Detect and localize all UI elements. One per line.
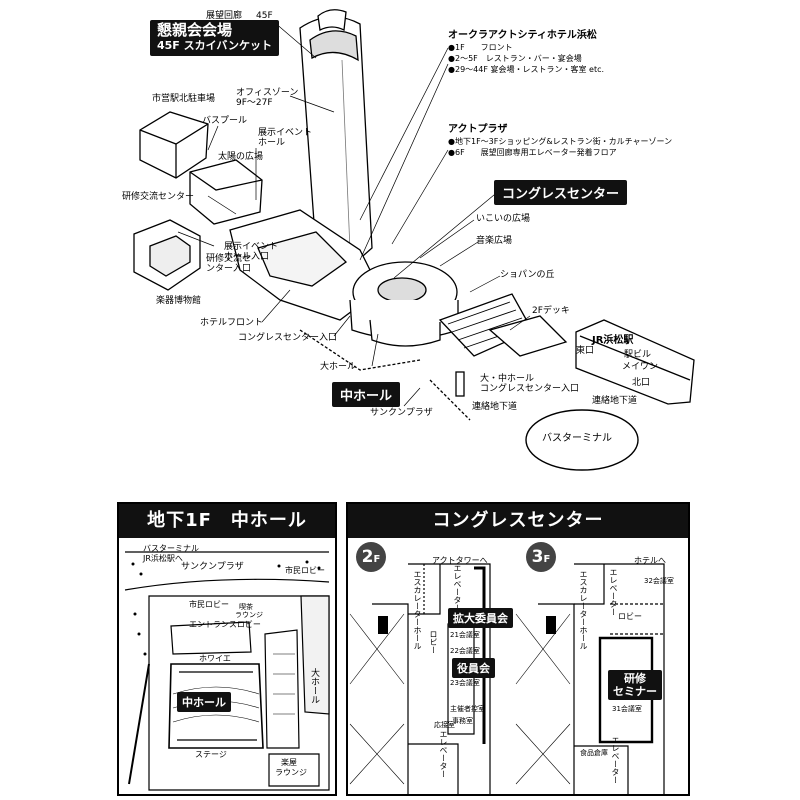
- cc-2f-room21: 21会議室: [450, 631, 480, 639]
- b1-sunken-plaza-label: サンクンプラザ: [181, 562, 244, 572]
- cc-3f-elevator-top: エレベーター: [609, 568, 618, 616]
- act-plaza-line-1: ●地下1F～3Fショッピング&レストラン街・カルチャーゾーン: [448, 137, 673, 146]
- underpass-center-label: 連絡地下道: [472, 402, 518, 412]
- b1-jr-station-label: JR浜松駅へ: [143, 554, 183, 563]
- east-exit-label: 東口: [576, 346, 595, 356]
- panel-congress-center: コングレスセンター 2F: [346, 502, 690, 796]
- office-zone-line2: 9F～27F: [236, 98, 273, 108]
- cc-3f-badge-number: 3: [531, 547, 544, 567]
- cc-2f-room-office: 事務室: [452, 717, 473, 725]
- cc-2f-badge-suffix: F: [373, 554, 381, 565]
- sunken-plaza-label: サンクンプラザ: [370, 408, 433, 418]
- act-plaza-line-2: ●6F 展望回廊専用エレベーター発着フロア: [448, 148, 617, 157]
- big-mid-entrance-line2: コングレスセンター入口: [480, 384, 580, 394]
- cc-3f-room31: 31会議室: [612, 705, 642, 713]
- cc-floorplan-drawing: [349, 563, 665, 794]
- big-mid-entrance-line1: 大・中ホール: [480, 374, 535, 384]
- cc-2f-badge-number: 2: [361, 547, 374, 567]
- b1-music-lounge-1: 楽屋: [281, 758, 297, 767]
- act-plaza-legend: アクトプラザ ●地下1F～3Fショッピング&レストラン街・カルチャーゾーン ●6…: [448, 124, 672, 158]
- underpass-right-label: 連絡地下道: [592, 396, 638, 406]
- banquet-subtitle: 45F スカイバンケット: [157, 39, 272, 52]
- may-one-label: メイワン: [622, 362, 659, 372]
- office-zone-label: オフィスゾーン 9F～27F: [236, 88, 298, 108]
- cc-2f-elevator-top: エレベーター: [453, 564, 462, 612]
- north-parking-label: 市営駅北駐車場: [152, 94, 216, 104]
- congress-entrance-label: コングレスセンター入口: [238, 333, 338, 343]
- b1-smoking-lounge-1: 喫茶: [239, 603, 253, 611]
- observation-corridor-floor: 45F: [256, 11, 273, 21]
- station-bldg-label: 駅ビル: [624, 350, 652, 360]
- cc-3f-badge-suffix: F: [543, 554, 551, 565]
- hotel-line-1: ●1F フロント: [448, 43, 513, 52]
- banquet-title: 懇親会会場: [157, 21, 233, 39]
- b1-citizen-lobby-label: 市民ロビー: [189, 600, 229, 609]
- cc-2f-room-reception: 応接室: [434, 721, 455, 729]
- b1-entrance-lobby-label: エントランスロビー: [189, 620, 261, 629]
- big-hall-label: 大ホール: [320, 362, 357, 372]
- overview-map: 懇親会会場 45F スカイバンケット 展望回廊 45F オークラアクトシティホテ…: [122, 9, 695, 471]
- cc-3f-training-line2: セミナー: [613, 685, 657, 698]
- cc-2f-to-act-tower: アクトタワーへ: [432, 556, 488, 565]
- hotel-legend: オークラアクトシティホテル浜松 ●1F フロント ●2～5F レストラン・バー・…: [448, 30, 604, 75]
- cc-3f-escalator-hall: エスカレーターホール: [579, 570, 588, 650]
- panel-b1-middle-hall: 地下1F 中ホール バスターミナル JR浜松駅へ サンクンプラザ 市民ロビー 市…: [117, 502, 337, 796]
- chopin-hill-label: ショパンの丘: [500, 270, 555, 280]
- overview-buildings-drawing: [133, 9, 695, 471]
- b1-music-lounge-2: ラウンジ: [275, 768, 307, 777]
- cc-2f-room23: 23会議室: [450, 679, 480, 687]
- exhibit-entrance-label: 展示イベントホール入口: [224, 242, 279, 262]
- sun-plaza-label: 太陽の広場: [218, 152, 264, 162]
- training-center-label: 研修交流センター: [122, 192, 195, 202]
- panel-b1-title: 地下1F 中ホール: [119, 504, 335, 538]
- cc-3f-lobby: ロビー: [618, 612, 642, 621]
- cc-3f-elevator-bottom: エレベーター: [611, 736, 620, 784]
- cc-2f-expanded-committee-tag: 拡大委員会: [448, 608, 513, 628]
- north-exit-label: 北口: [632, 378, 651, 388]
- b1-big-hall-label: 大ホール: [309, 668, 319, 704]
- b1-foyer-label: ホワイエ: [199, 654, 231, 663]
- b1-bus-terminal-label: バスターミナル: [143, 544, 199, 553]
- middle-hall-tag: 中ホール: [332, 382, 401, 407]
- act-plaza-title: アクトプラザ: [448, 124, 508, 135]
- hotel-front-label: ホテルフロント: [200, 318, 264, 328]
- b1-stage-label: ステージ: [195, 750, 227, 759]
- panel-congress-title: コングレスセンター: [348, 504, 688, 538]
- hotel-title: オークラアクトシティホテル浜松: [448, 30, 597, 41]
- bus-terminal-label: バスターミナル: [542, 433, 612, 444]
- training-entrance-label: 研修交流センター入口: [206, 254, 252, 274]
- cc-2f-lobby: ロビー: [429, 630, 438, 654]
- ikoi-plaza-label: いこいの広場: [476, 214, 531, 224]
- jr-station-label: JR浜松駅: [592, 335, 634, 346]
- cc-2f-badge: 2F: [356, 542, 386, 572]
- pool-label: バスプール: [202, 116, 248, 126]
- hotel-line-2: ●2～5F レストラン・バー・宴会場: [448, 54, 582, 63]
- b1-middle-hall-tag: 中ホール: [177, 692, 231, 712]
- cc-3f-badge: 3F: [526, 542, 556, 572]
- music-plaza-label: 音楽広場: [476, 236, 513, 246]
- congress-center-tag: コングレスセンター: [494, 180, 628, 205]
- cc-2f-room-director: 主催者控室: [450, 705, 485, 713]
- b1-smoking-lounge-2: ラウンジ: [235, 611, 263, 619]
- office-zone-line1: オフィスゾーン: [236, 88, 299, 98]
- b1-floorplan-drawing: [124, 551, 330, 791]
- cc-3f-training-seminar-tag: 研修 セミナー: [608, 670, 662, 700]
- cc-2f-escalator-hall: エスカレーターホール: [413, 570, 422, 650]
- cc-2f-elevator-bottom: エレベーター: [439, 730, 448, 778]
- exhibit-hall-label: 展示イベントホール: [258, 128, 313, 148]
- cc-3f-food-storage: 食品倉庫: [580, 749, 608, 757]
- music-museum-label: 楽器博物館: [156, 296, 202, 306]
- deck-2f-label: 2Fデッキ: [532, 306, 570, 316]
- cc-2f-officers-tag: 役員会: [452, 658, 495, 678]
- cc-3f-room32: 32会議室: [644, 577, 674, 585]
- banquet-title-box: 懇親会会場 45F スカイバンケット: [150, 20, 279, 56]
- cc-3f-training-line1: 研修: [624, 672, 646, 685]
- cc-2f-room22: 22会議室: [450, 647, 480, 655]
- hotel-line-3: ●29～44F 宴会場・レストラン・客室 etc.: [448, 65, 605, 74]
- observation-corridor-label: 展望回廊: [206, 11, 243, 21]
- cc-3f-to-hotel: ホテルへ: [634, 556, 666, 565]
- b1-citizen-lobby-right-label: 市民ロビー: [285, 566, 325, 575]
